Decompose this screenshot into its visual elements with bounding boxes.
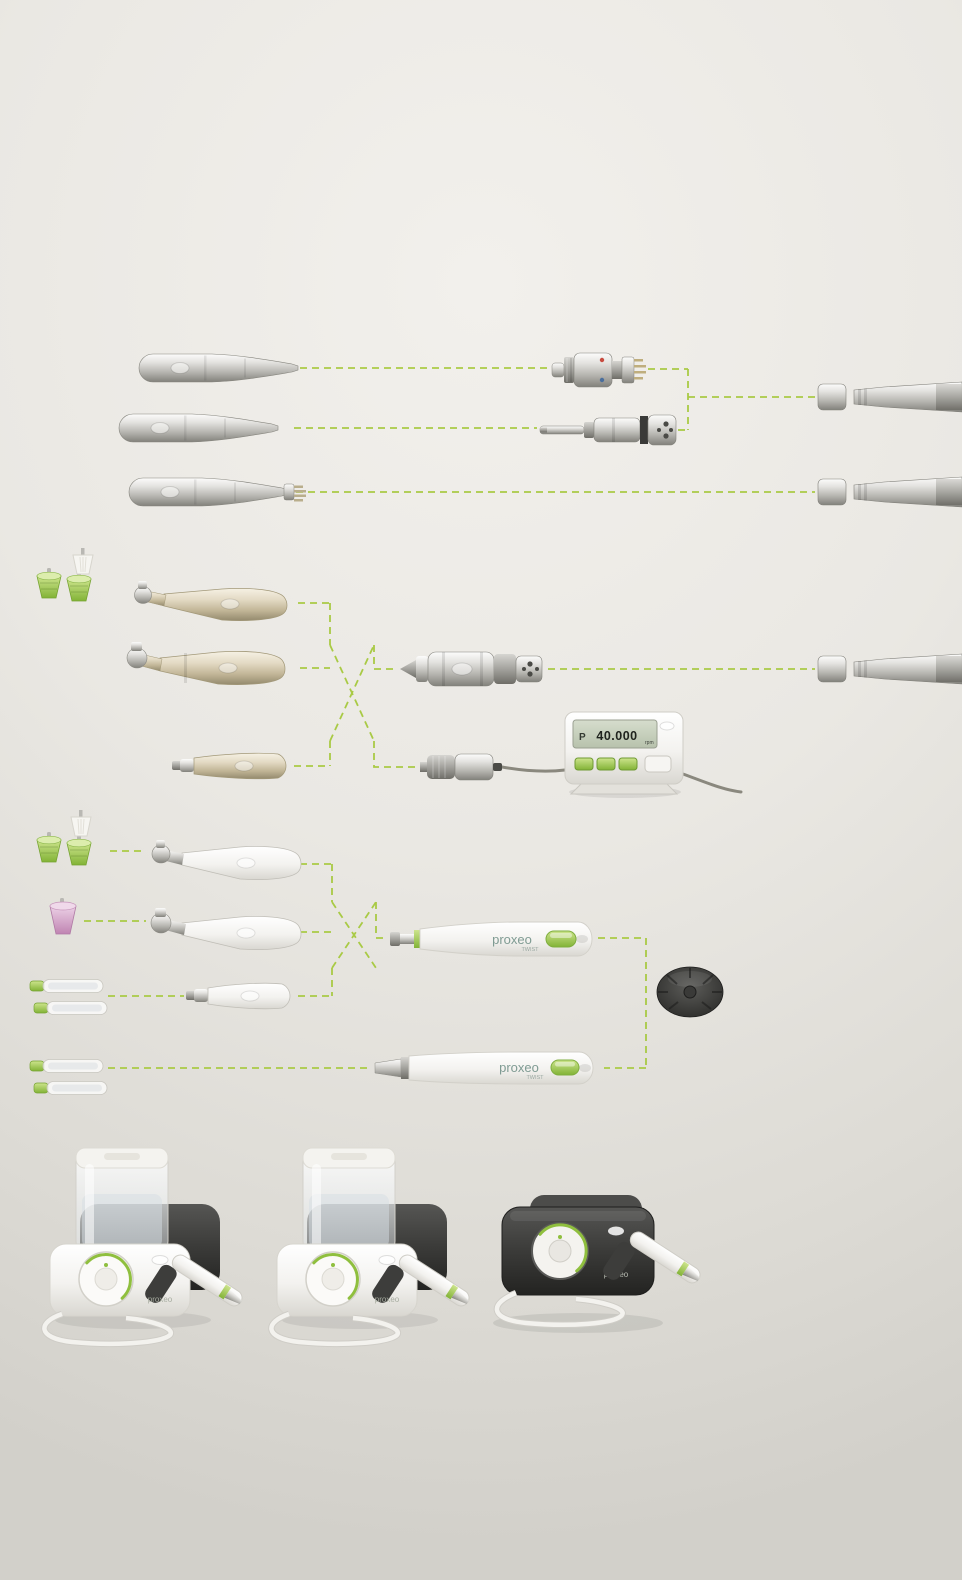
twist-wordmark: TWIST <box>526 1075 544 1081</box>
electric-micromotor <box>420 753 502 781</box>
prophy-brush <box>72 547 94 575</box>
speed-readout: 40.000 <box>596 729 637 743</box>
prophy-cup-green <box>36 567 62 599</box>
proxeo-twist-handpiece-2: proxeo TWIST <box>374 1051 594 1085</box>
air-motor <box>400 651 543 687</box>
turbine-handpiece-1 <box>138 353 299 383</box>
proxeo-twist-handpiece-1: proxeo TWIST <box>390 921 593 957</box>
turbine-handpiece-2 <box>118 413 279 443</box>
prophy-brush <box>70 809 92 837</box>
proxeo-wordmark: proxeo <box>492 932 532 947</box>
connector <box>329 644 375 742</box>
prophy-contra-angle-2 <box>150 908 302 950</box>
green-button-1[interactable] <box>574 757 594 771</box>
prophy-cup-green <box>36 831 62 863</box>
prophy-contra-angle-1 <box>151 840 302 880</box>
connector <box>331 901 377 969</box>
prophy-cup-green <box>66 834 92 866</box>
prophy-cup-pink <box>49 898 77 935</box>
connector <box>375 902 388 939</box>
proxeo-wordmark: proxeo <box>375 1295 400 1304</box>
turbine-handpiece-3 <box>128 477 289 507</box>
spray-nozzle <box>29 1059 104 1073</box>
scaler-handpiece <box>603 1231 701 1284</box>
white-button[interactable] <box>644 755 672 773</box>
foot-control[interactable] <box>656 966 724 1018</box>
turbine-coupling-roto-quick <box>551 352 646 388</box>
proxeo-wordmark: proxeo <box>499 1060 539 1075</box>
contra-angle-gold-2 <box>126 642 286 685</box>
supply-hose-3 <box>817 653 962 685</box>
power-window[interactable] <box>550 1059 580 1076</box>
supply-hose-2 <box>817 476 962 508</box>
turbine-coupling-4hole <box>539 414 677 446</box>
green-button-3[interactable] <box>618 757 638 771</box>
program-indicator: P <box>579 732 586 743</box>
wh-logo <box>659 721 675 731</box>
scaler-station-1 <box>44 1148 245 1344</box>
connector-lines <box>84 367 815 1069</box>
straight-nosecone-gold <box>172 752 287 780</box>
proxeo-wordmark: proxeo <box>148 1295 173 1304</box>
connector <box>373 645 398 670</box>
wh-logo <box>608 1226 624 1236</box>
connector <box>373 741 416 768</box>
twist-wordmark: TWIST <box>521 947 539 953</box>
scaler-station-2 <box>271 1148 472 1344</box>
scaler-station-3-dark: proxeo <box>493 1195 701 1333</box>
spray-nozzle <box>29 979 104 993</box>
contra-angle-gold-1 <box>134 581 288 621</box>
green-button-2[interactable] <box>596 757 616 771</box>
supply-hose-1 <box>817 381 962 413</box>
wh-logo <box>576 935 588 943</box>
prophy-nosecone <box>186 982 291 1010</box>
speed-display <box>572 719 658 749</box>
spray-nozzle <box>33 1001 108 1015</box>
speed-unit: rpm <box>645 740 654 746</box>
power-cord <box>681 772 743 794</box>
micromotor-cord <box>500 765 567 773</box>
spray-nozzle <box>33 1081 108 1095</box>
motor-control-unit: P 40.000 rpm <box>564 711 743 798</box>
power-window[interactable] <box>545 930 577 948</box>
prophy-cup-green <box>66 570 92 602</box>
wh-logo <box>579 1064 591 1072</box>
turbine-3-connector-pins <box>283 483 306 502</box>
